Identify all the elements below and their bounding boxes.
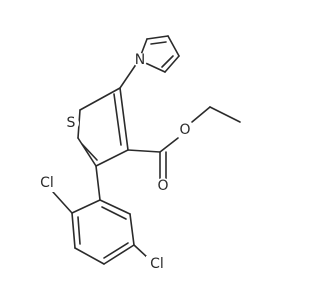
bond: [113, 93, 122, 146]
atom-ester-oxygen: O: [177, 122, 193, 138]
bond: [95, 149, 129, 167]
ethyl-ester-group: [127, 106, 241, 180]
bond: [99, 199, 131, 215]
bond: [133, 244, 149, 259]
bond: [52, 191, 73, 214]
bond: [101, 206, 127, 220]
bond: [191, 106, 211, 123]
atom-chlorine-ortho: Cl: [36, 175, 56, 192]
atom-chlorine-meta: Cl: [146, 256, 168, 272]
bond: [150, 41, 167, 45]
structure-canvas: S N O O Cl Cl: [36, 35, 241, 272]
bond: [209, 106, 241, 123]
molecule-diagram: S N O O Cl Cl: [36, 35, 241, 272]
bond: [79, 87, 121, 111]
bond: [95, 165, 101, 201]
nitrogen-label: N: [135, 52, 145, 68]
bond: [103, 244, 135, 265]
bond: [159, 137, 179, 153]
atom-carbonyl-oxygen: O: [155, 178, 171, 194]
bond: [71, 199, 101, 214]
ester-oxygen-label: O: [179, 122, 190, 138]
bond: [74, 247, 105, 265]
bond: [167, 35, 180, 57]
bond: [71, 212, 76, 249]
bond: [103, 242, 129, 259]
bond: [81, 143, 98, 161]
bond: [129, 213, 135, 246]
bond: [146, 35, 169, 40]
bond: [164, 55, 180, 73]
sulfur-label: S: [67, 115, 76, 131]
carbonyl-oxygen-label: O: [157, 178, 168, 194]
bond: [77, 137, 97, 167]
bond: [119, 87, 129, 151]
thiophene-ring: [77, 87, 129, 167]
bond: [161, 55, 174, 68]
atom-sulfur: S: [63, 115, 79, 131]
pyrrole-ring: [138, 35, 180, 73]
dichlorophenyl-ring: [71, 199, 135, 265]
bond: [77, 216, 81, 245]
bond: [77, 109, 81, 139]
atom-pyrrole-nitrogen: N: [133, 52, 147, 68]
chlorine-ortho-label: Cl: [40, 175, 54, 191]
bond: [127, 149, 161, 153]
chlorine-meta-label: Cl: [150, 256, 164, 272]
